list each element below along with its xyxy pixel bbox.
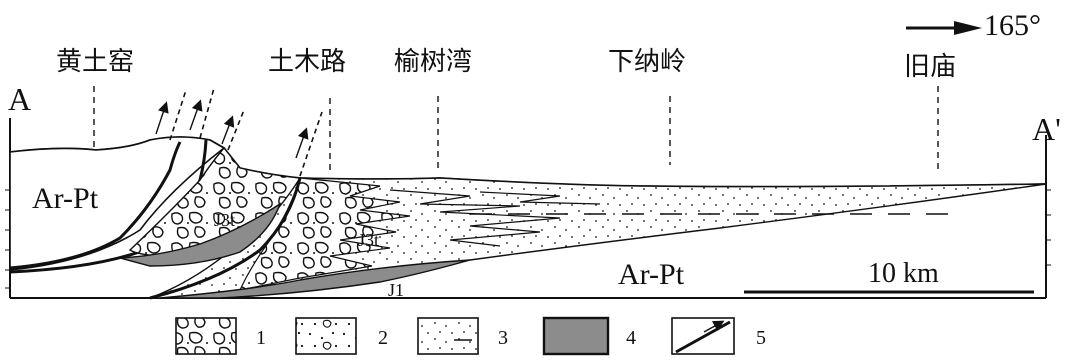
scale-label: 10 km xyxy=(868,258,939,289)
legend: 1 2 3 4 5 xyxy=(175,316,766,356)
place-markers xyxy=(93,86,939,172)
unit-label-j1: J1 xyxy=(388,280,404,300)
orientation-indicator: 165° xyxy=(906,9,1041,42)
upper-dark-unit xyxy=(119,202,282,267)
place-label-1: 黄土窑 xyxy=(56,47,134,77)
place-label-3: 榆树湾 xyxy=(394,47,472,77)
place-label-2: 土木路 xyxy=(268,47,346,77)
fault-arrow-icons xyxy=(155,99,309,159)
legend-num-2: 2 xyxy=(378,327,388,349)
interfingering-teeth xyxy=(389,189,601,247)
legend-swatch-pebbly-sandstone xyxy=(295,317,357,355)
unit-label-j3t-upper: J3t xyxy=(214,210,235,230)
orientation-label: 165° xyxy=(984,9,1041,42)
unit-label-basement-left: Ar-Pt xyxy=(32,182,99,215)
scale-bar: 10 km xyxy=(744,258,1034,294)
section-start-label: A xyxy=(8,81,31,117)
legend-swatch-sandstone-mudstone xyxy=(417,317,479,355)
legend-num-3: 3 xyxy=(498,327,508,349)
place-label-4: 下纳岭 xyxy=(608,47,686,77)
legend-num-4: 4 xyxy=(626,327,636,349)
j1-dark-wedge xyxy=(159,259,471,299)
legend-swatch-dark-unit xyxy=(542,316,610,356)
thrust-sheet-1 xyxy=(9,141,182,270)
legend-num-5: 5 xyxy=(756,327,766,349)
legend-item-2: 2 xyxy=(295,317,388,355)
legend-swatch-conglomerate xyxy=(175,317,237,355)
place-label-5: 旧庙 xyxy=(904,52,956,82)
legend-item-1: 1 xyxy=(175,317,266,355)
legend-item-4: 4 xyxy=(542,316,636,356)
main-thrust xyxy=(149,177,302,300)
unit-label-basement-right: Ar-Pt xyxy=(618,258,685,291)
fault-extensions xyxy=(169,87,323,177)
legend-num-1: 1 xyxy=(256,327,266,349)
unit-label-j3t-lower: J3t xyxy=(358,230,379,250)
legend-item-3: 3 xyxy=(417,317,508,355)
legend-item-5: 5 xyxy=(671,317,766,355)
frame-ticks xyxy=(5,189,1051,289)
